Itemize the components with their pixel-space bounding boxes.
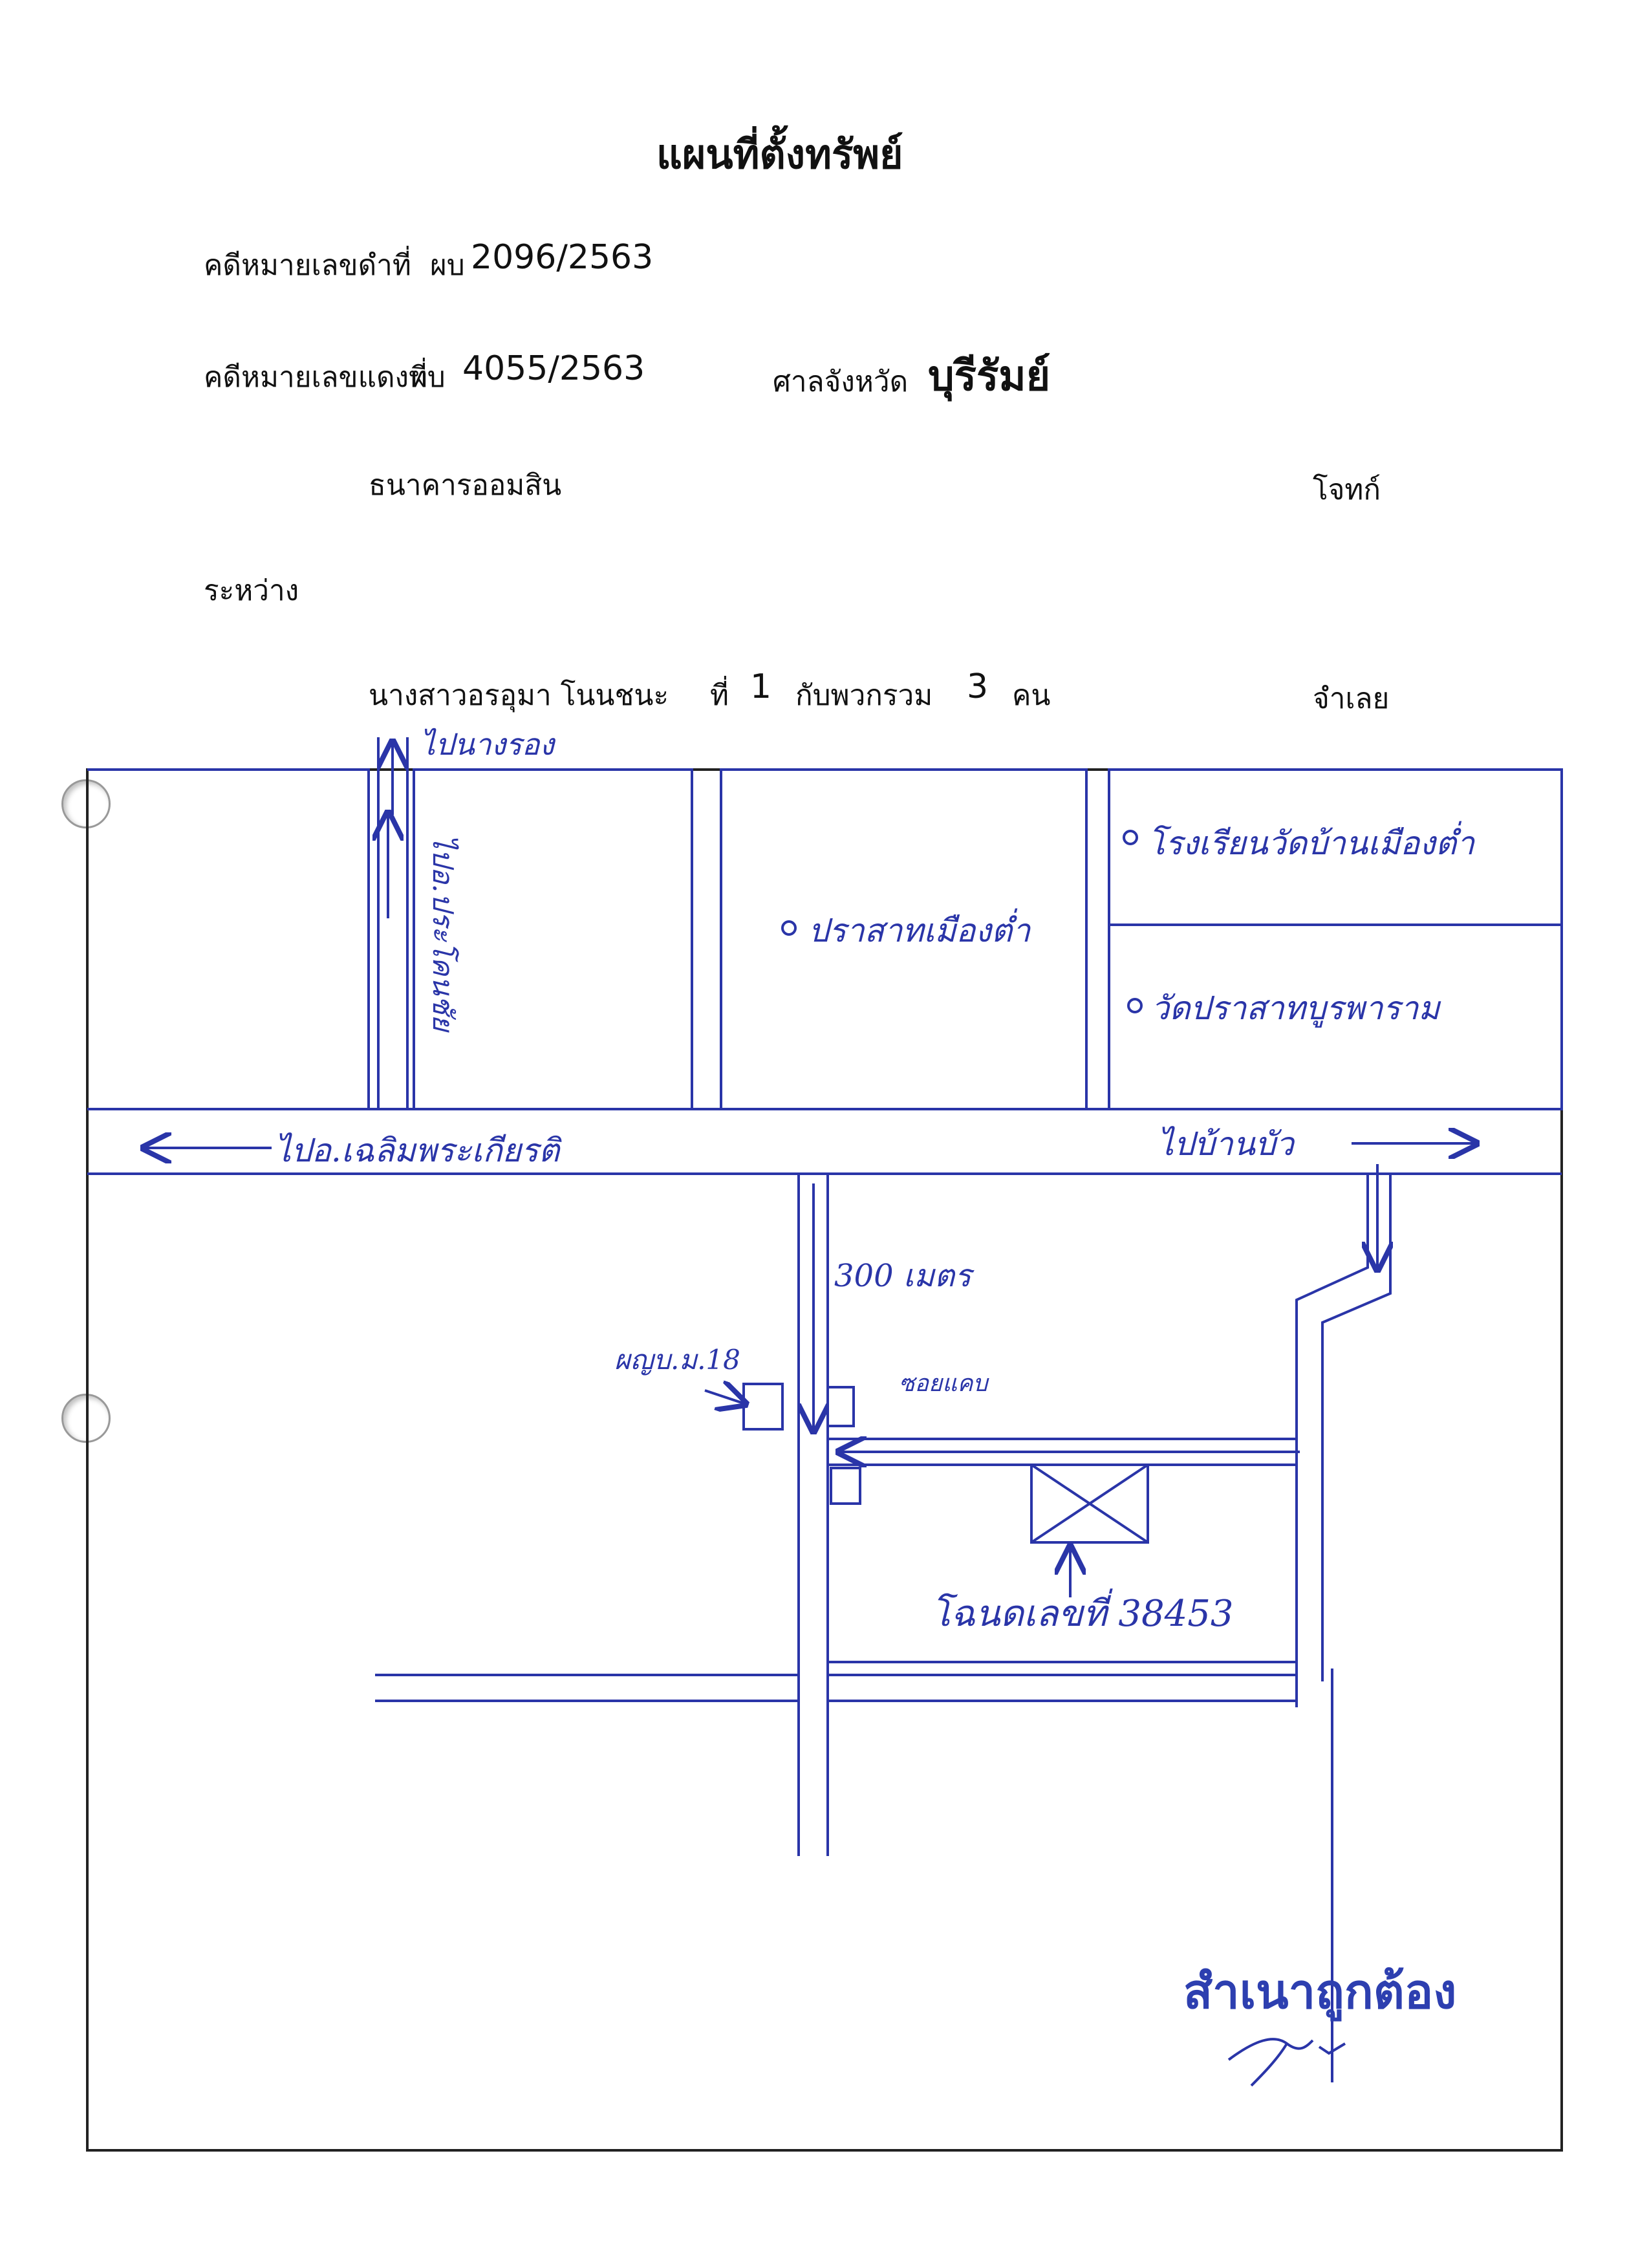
prasat-dot	[781, 920, 797, 936]
black-case-number: 2096/2563	[471, 238, 654, 277]
document-title: แผนที่ตั้งทรัพย์	[656, 131, 903, 178]
plaintiff-role: โจทก์	[1313, 473, 1381, 506]
defendant-ordinal: 1	[750, 667, 772, 706]
map-frame	[86, 768, 1563, 2152]
right-road-inner	[1321, 1174, 1392, 1681]
label-village-head: ผญบ.ม.18	[614, 1344, 740, 1376]
label-to-prakhon-chai: ไปอ.ประโคนชัย	[426, 834, 459, 1031]
label-to-right-road: ไปบ้านบัว	[1158, 1125, 1294, 1163]
signature	[1227, 2038, 1346, 2087]
red-case-label: คดีหมายเลขแดงที่	[204, 361, 428, 394]
court-label: ศาลจังหวัด	[773, 365, 909, 398]
red-case-prefix: ผบ	[411, 361, 446, 394]
certified-copy-stamp: สำเนาถูกต้อง	[1183, 1964, 1457, 2020]
label-to-top-road: ไปนางรอง	[420, 727, 554, 762]
defendant-group-label: กับพวกรวม	[795, 679, 933, 712]
defendant-role: จำเลย	[1313, 682, 1390, 715]
label-to-chaloem: ไปอ.เฉลิมพระเกียรติ	[275, 1132, 560, 1169]
plaintiff-name: ธนาคารออมสิน	[369, 469, 562, 502]
school-dot	[1123, 830, 1138, 845]
right-road-outer	[1295, 1174, 1369, 1707]
black-case-label: คดีหมายเลขดำที่	[204, 249, 411, 282]
red-case-number: 4055/2563	[462, 349, 645, 388]
temple-dot	[1127, 998, 1143, 1013]
label-distance: 300 เมตร	[834, 1258, 971, 1294]
defendant-count: 3	[967, 667, 989, 706]
label-deed: โฉนดเลขที่ 38453	[931, 1593, 1234, 1635]
label-temple: วัดปราสาทบูรพาราม	[1151, 989, 1440, 1027]
between-label: ระหว่าง	[204, 574, 299, 607]
arrow-village-head	[704, 1390, 744, 1403]
court-name: บุรีรัมย์	[928, 352, 1051, 400]
deed-plot	[1030, 1463, 1149, 1544]
label-school: โรงเรียนวัดบ้านเมืองต่ำ	[1148, 825, 1475, 862]
defendant-name: นางสาวอรอุมา โนนชนะ	[369, 679, 669, 712]
black-case-prefix: ผบ	[430, 249, 465, 282]
house-marker-lower	[830, 1467, 861, 1505]
defendant-count-unit: คน	[1012, 679, 1051, 712]
label-prasat: ปราสาทเมืองต่ำ	[808, 912, 1031, 949]
defendant-ordinal-label: ที่	[710, 679, 729, 712]
house-marker-upper	[826, 1386, 855, 1427]
label-alley: ซอยแคบ	[899, 1370, 988, 1397]
village-head-house	[742, 1383, 784, 1431]
block-top-left	[87, 768, 370, 1110]
